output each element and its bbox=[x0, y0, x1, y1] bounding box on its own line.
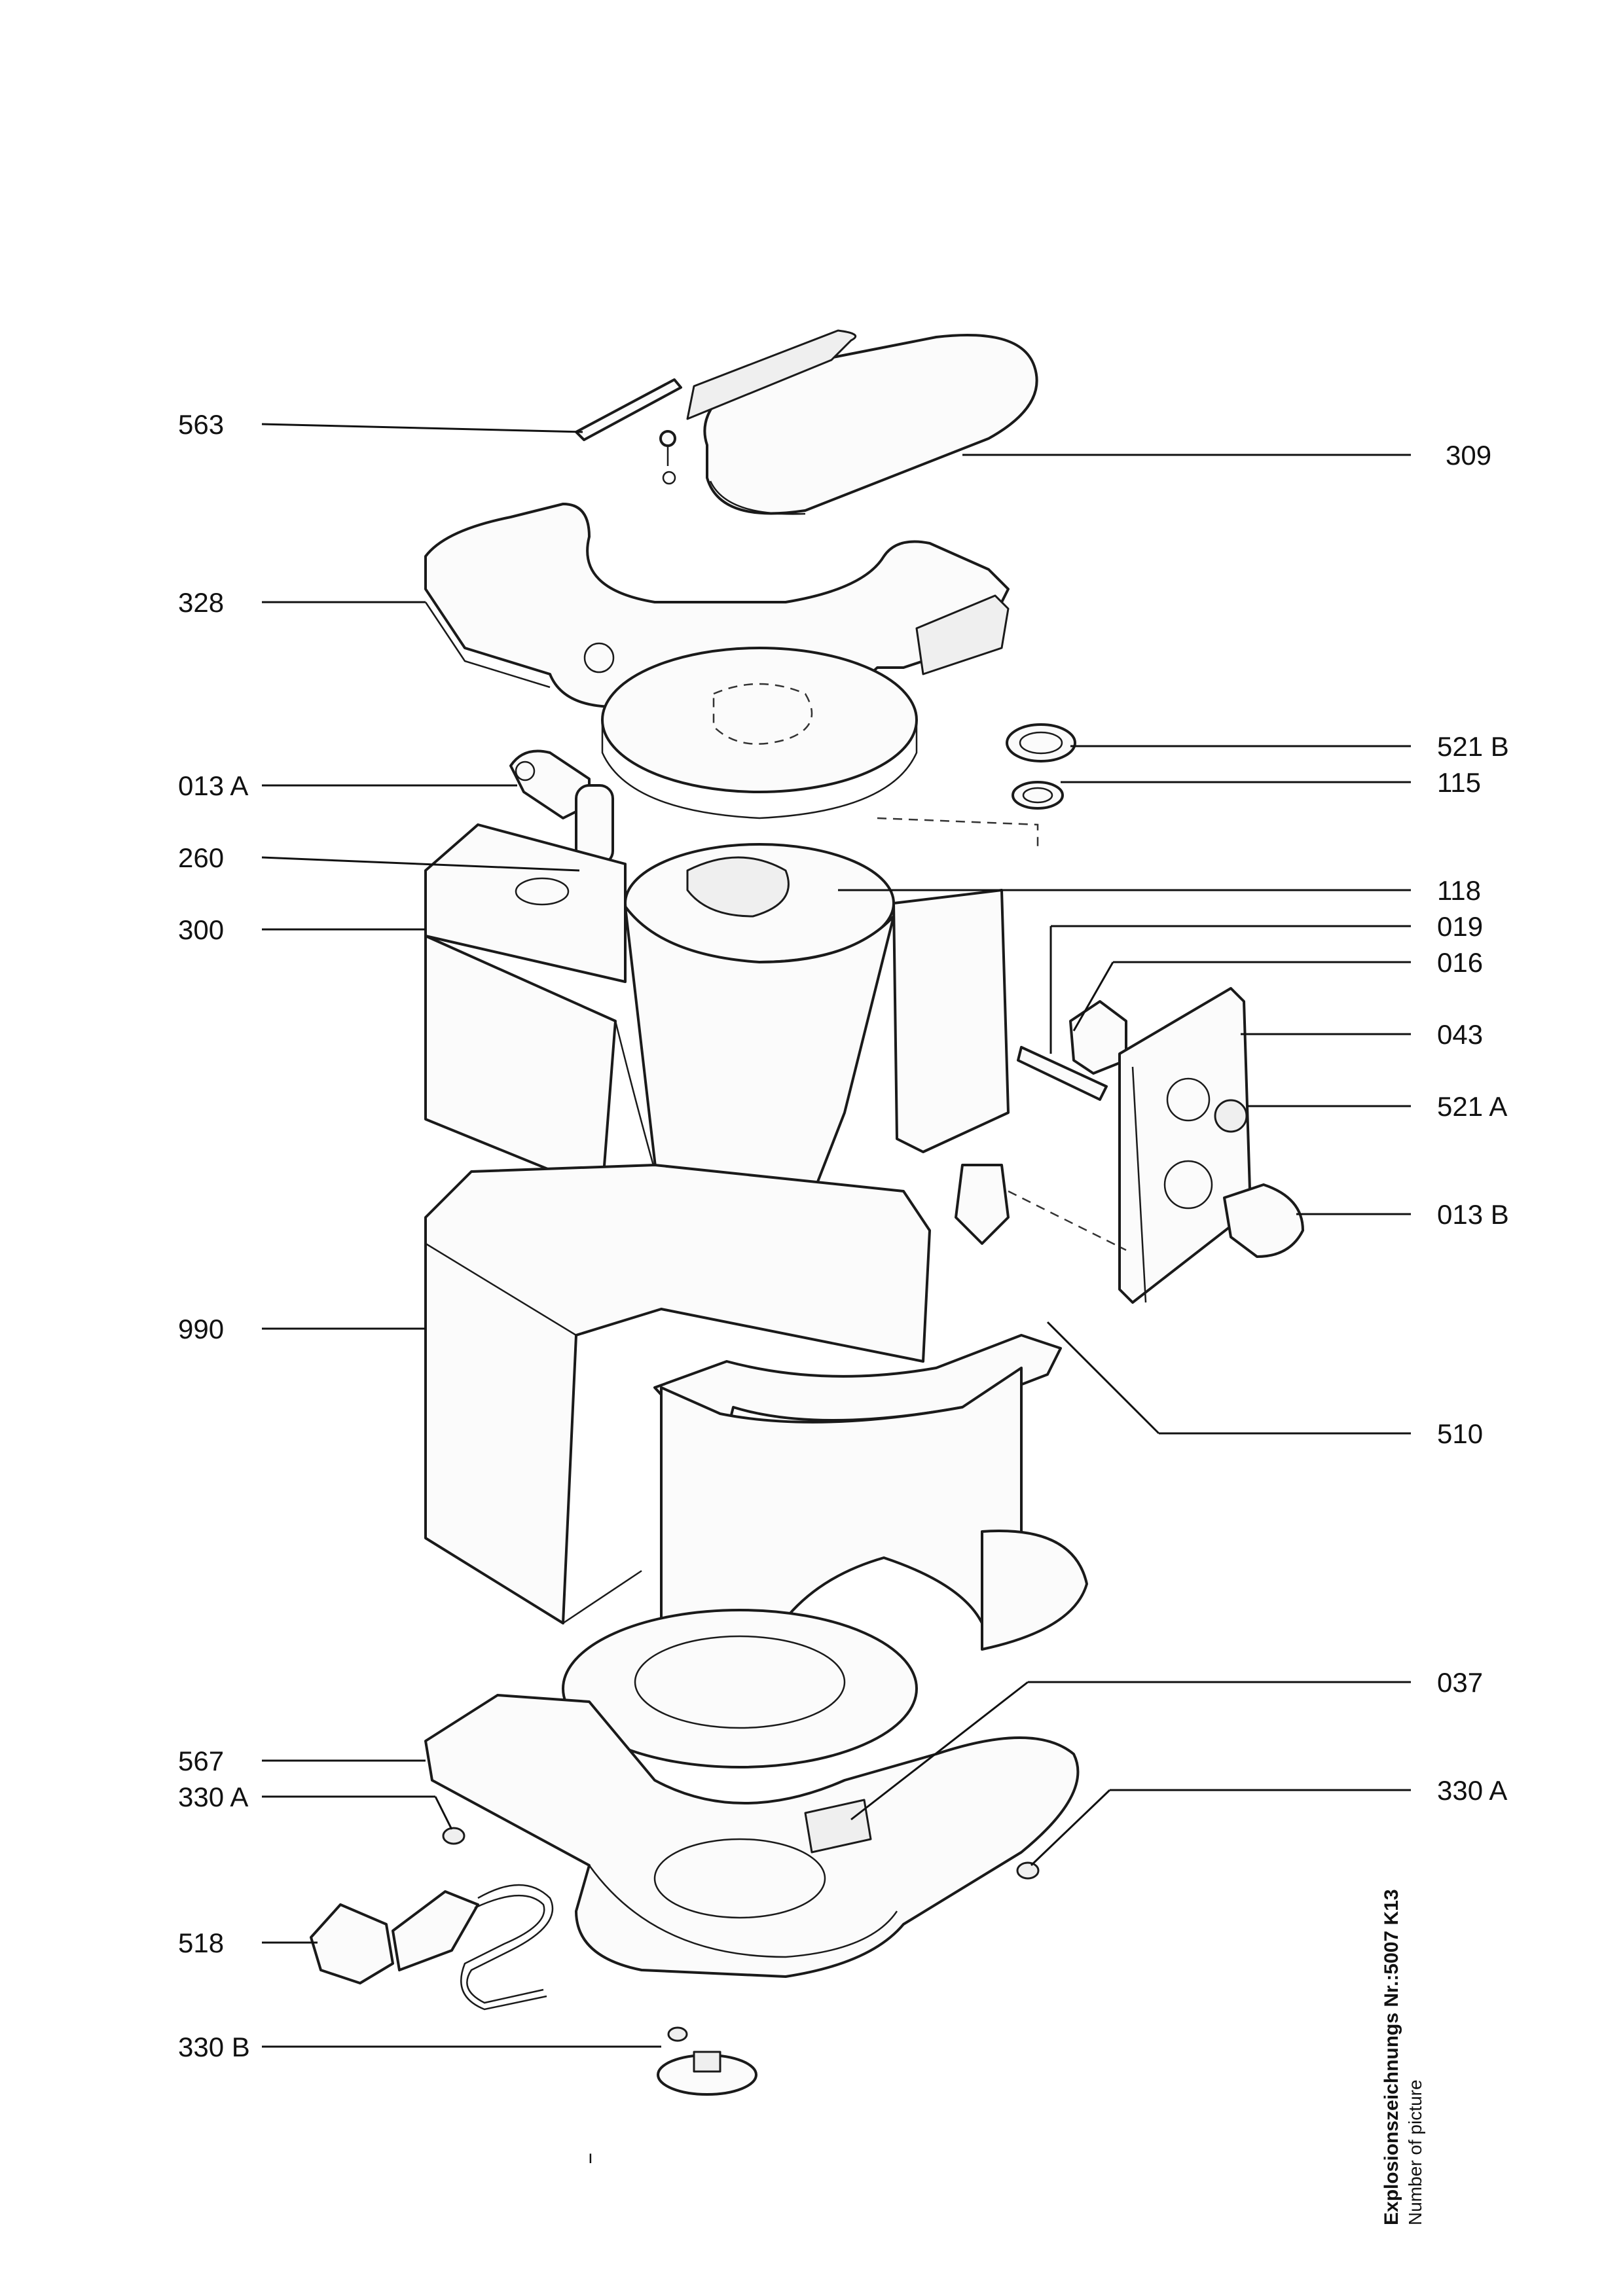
label-518: 518 bbox=[178, 1928, 224, 1958]
label-521a: 521 A bbox=[1437, 1091, 1507, 1122]
label-330b: 330 B bbox=[178, 2032, 250, 2062]
caption-title: Explosionszeichnungs Nr.:5007 K13 bbox=[1381, 1889, 1402, 2225]
part-016-019-switch bbox=[1017, 1000, 1127, 1101]
part-330a-feet bbox=[442, 1827, 1040, 1880]
leader-lines-right bbox=[838, 454, 1411, 1867]
part-521b-115-rings bbox=[877, 723, 1076, 851]
part-309-lid bbox=[686, 329, 1038, 515]
leader-lines-left bbox=[261, 423, 661, 2048]
label-019: 019 bbox=[1437, 911, 1483, 942]
part-heater-connector bbox=[955, 1164, 1127, 1251]
label-016: 016 bbox=[1437, 947, 1483, 978]
part-567-bottom-plate bbox=[424, 1694, 1080, 1978]
label-118: 118 bbox=[1437, 875, 1481, 906]
part-043-panel bbox=[1118, 987, 1252, 1304]
part-330b-disc bbox=[657, 2026, 757, 2096]
label-567: 567 bbox=[178, 1746, 224, 1776]
label-309: 309 bbox=[1446, 440, 1491, 471]
label-563: 563 bbox=[178, 409, 224, 440]
part-filter-disc bbox=[601, 647, 918, 819]
part-013b-knob bbox=[1223, 1183, 1304, 1258]
label-037: 037 bbox=[1437, 1667, 1483, 1698]
parts-drawing bbox=[310, 329, 1304, 2096]
caption-subtitle: Number of picture bbox=[1405, 2079, 1425, 2225]
part-518-cord bbox=[310, 1884, 554, 2011]
labels-right: 309 521 B 115 118 019 016 043 521 A 013 … bbox=[1437, 440, 1509, 1806]
part-300-housing bbox=[424, 823, 1010, 1238]
labels-left: 563 328 013 A 260 300 990 567 330 A 518 … bbox=[178, 409, 250, 2062]
label-330a-right: 330 A bbox=[1437, 1775, 1507, 1806]
part-563-pin bbox=[575, 378, 682, 485]
page-mark: ı bbox=[588, 2147, 593, 2167]
part-510-wall bbox=[653, 1334, 1062, 1681]
label-013a: 013 A bbox=[178, 770, 248, 801]
label-013b: 013 B bbox=[1437, 1199, 1509, 1230]
label-990: 990 bbox=[178, 1314, 224, 1344]
part-037-base bbox=[562, 1530, 1088, 1768]
label-510: 510 bbox=[1437, 1418, 1483, 1449]
label-115: 115 bbox=[1437, 767, 1481, 798]
part-990-body bbox=[424, 1164, 931, 1624]
label-300: 300 bbox=[178, 914, 224, 945]
label-521b: 521 B bbox=[1437, 731, 1509, 762]
label-260: 260 bbox=[178, 842, 224, 873]
label-330a-left: 330 A bbox=[178, 1782, 248, 1812]
label-328: 328 bbox=[178, 587, 224, 618]
part-118-basket bbox=[624, 843, 895, 1236]
drawing-caption: Explosionszeichnungs Nr.:5007 K13 Number… bbox=[1381, 1889, 1425, 2225]
label-043: 043 bbox=[1437, 1019, 1483, 1050]
